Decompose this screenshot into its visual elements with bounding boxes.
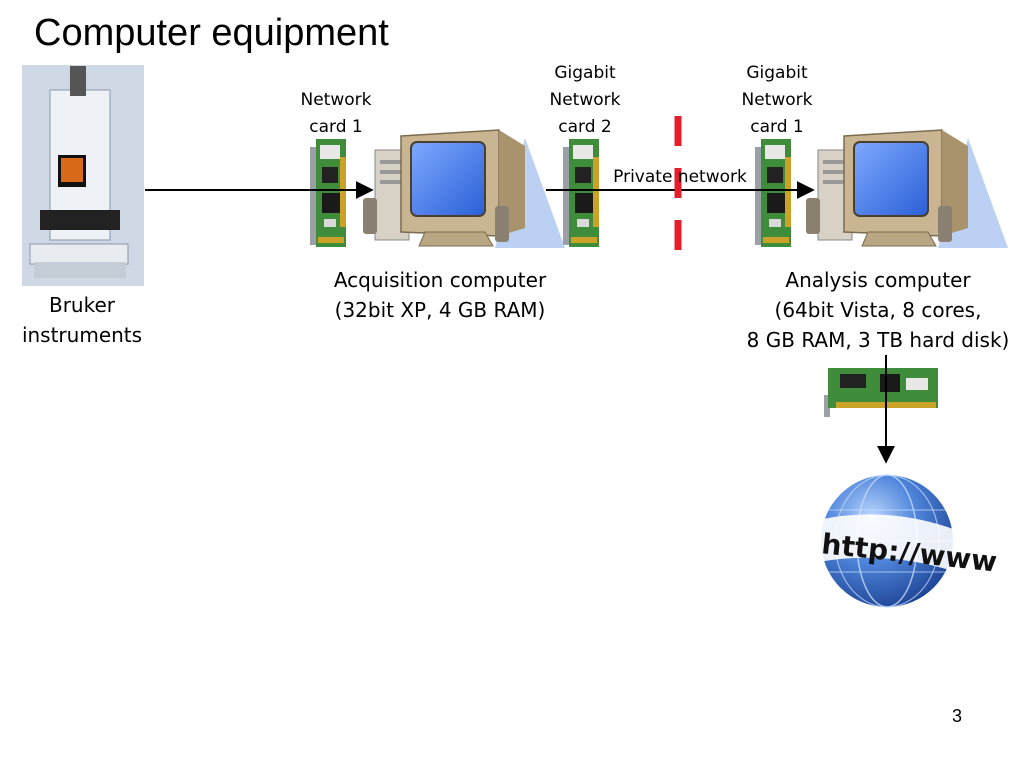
computer-icon <box>362 129 566 249</box>
acquisition-computer-label: Acquisition computer (32bit XP, 4 GB RAM… <box>333 268 547 322</box>
private-network-label: Private network <box>613 167 747 187</box>
network-card-icon <box>755 139 791 247</box>
instrument-label: Bruker instruments <box>21 293 143 347</box>
gigabit-card-1-label: Gigabit Network card 1 <box>741 63 813 137</box>
slide-title: Computer equipment <box>34 12 389 54</box>
globe-icon <box>818 474 956 608</box>
network-card-icon <box>310 139 346 247</box>
computer-icon <box>805 129 1009 249</box>
network-card-1-label: Network card 1 <box>300 90 372 137</box>
page-number: 3 <box>951 706 962 726</box>
microscope-icon <box>22 65 144 286</box>
analysis-computer-label: Analysis computer (64bit Vista, 8 cores,… <box>746 268 1010 352</box>
network-card-icon <box>563 139 599 247</box>
network-card-icon <box>824 368 938 417</box>
gigabit-card-2-label: Gigabit Network card 2 <box>549 63 621 137</box>
